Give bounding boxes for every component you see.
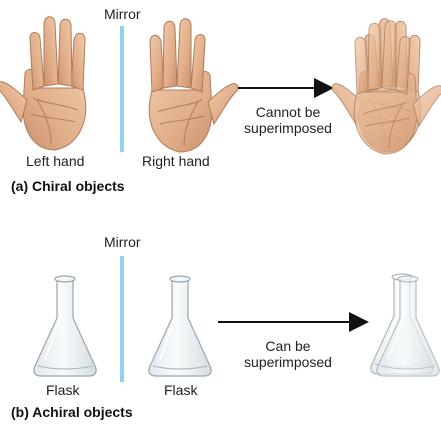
mirror-line-top — [120, 26, 124, 152]
caption-achiral: (b) Achiral objects — [11, 404, 133, 420]
superimposed-flasks-illustration — [371, 274, 439, 376]
right-hand-label: Right hand — [142, 153, 210, 169]
arrow-text-bottom-line2: superimposed — [236, 354, 340, 370]
right-flask-label: Flask — [164, 382, 197, 398]
arrow-text-top-line2: superimposed — [236, 120, 340, 136]
superimposed-hands-illustration — [332, 19, 441, 154]
arrow-text-top-line1: Cannot be — [236, 104, 340, 120]
arrow-text-bottom: Can be superimposed — [236, 338, 340, 370]
right-hand-illustration — [149, 19, 238, 152]
left-hand-label: Left hand — [26, 153, 84, 169]
left-flask-label: Flask — [46, 382, 79, 398]
mirror-label-top: Mirror — [104, 6, 141, 22]
mirror-label-bottom: Mirror — [104, 234, 141, 250]
arrow-text-bottom-line1: Can be — [236, 338, 340, 354]
left-hand-illustration — [0, 17, 86, 150]
caption-chiral: (a) Chiral objects — [11, 178, 125, 194]
arrow-text-top: Cannot be superimposed — [236, 104, 340, 136]
left-flask-illustration — [34, 276, 96, 376]
mirror-line-bottom — [120, 256, 124, 382]
right-flask-illustration — [149, 276, 211, 376]
